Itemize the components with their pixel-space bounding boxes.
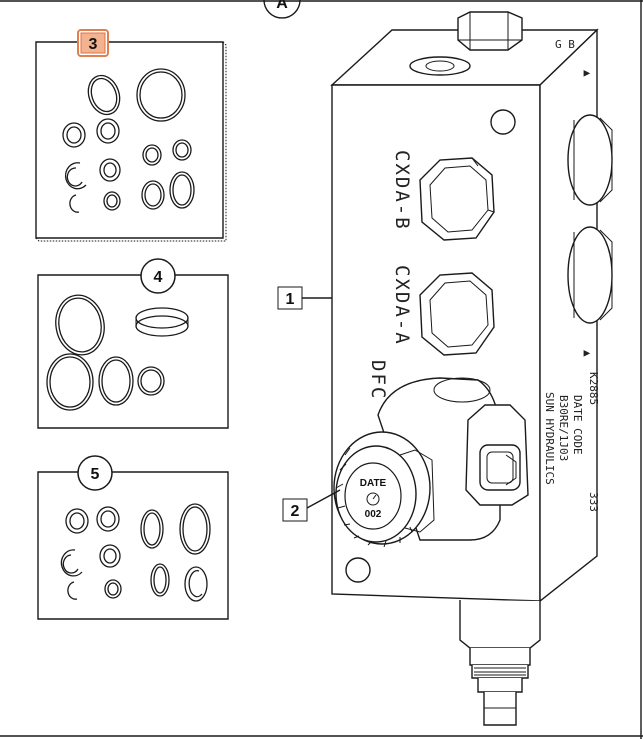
callout-2-leader [306,489,341,509]
callout-2-badge [282,498,308,522]
top-hex-plug: G B [409,11,575,76]
callout-2-number: 2 [291,503,300,520]
date-code-label [344,462,402,530]
callout-1: 1 [277,286,332,310]
callout-5-number: 5 [91,466,100,483]
callout-4-badge [140,258,176,294]
callout-5-badge [77,455,113,491]
seal-kit-5-panel: 5 [37,455,229,620]
date-label-text: DATE [360,478,387,489]
view-label-text: A [276,0,288,12]
mount-hole-lower [345,557,371,583]
snap-ring-set-5 [60,503,211,602]
manufacturer-stamp: SUN HYDRAULICS [543,392,556,485]
view-label: A [263,0,301,19]
serial-stamp-2: 333 [587,492,600,512]
electrical-connector [465,404,529,506]
snap-ring-set-3 [62,68,195,213]
valve-block: G B CXDA-B CXDA-A DFC [330,11,613,726]
callout-2: 2 [282,489,341,522]
port-a-stamp: CXDA-A [391,265,413,346]
part-code-stamp: B30RE/1J03 [557,395,570,461]
snap-ring-set-4 [46,294,189,411]
dfc-stamp: DFC [367,360,389,400]
date-code-stamp: DATE CODE [571,395,584,455]
side-port-lower [567,226,613,324]
serial-stamp: K2885 [587,372,600,405]
callout-3-number: 3 [89,36,98,53]
callout-1-number: 1 [286,291,295,308]
port-a-hex-plug [419,272,495,356]
callout-4-number: 4 [154,269,163,286]
side-port-upper [567,114,613,206]
cartridge-stem [459,600,541,726]
seal-kit-3-panel: 3 [35,29,227,242]
date-dial-icon [366,492,380,506]
top-face-code: G B [555,38,575,51]
port-b-stamp: CXDA-B [391,150,413,231]
seal-kit-4-panel: 4 [37,258,229,429]
date-code-number: 002 [365,509,382,520]
solenoid-coil: DATE 002 [333,377,529,548]
mount-hole-upper [490,109,516,135]
port-b-hex-plug [419,157,495,241]
side-mark-small: ▲ [581,70,594,77]
coil-retaining-nut: DATE 002 [333,431,435,548]
side-mark-small-2: ▲ [581,350,594,357]
